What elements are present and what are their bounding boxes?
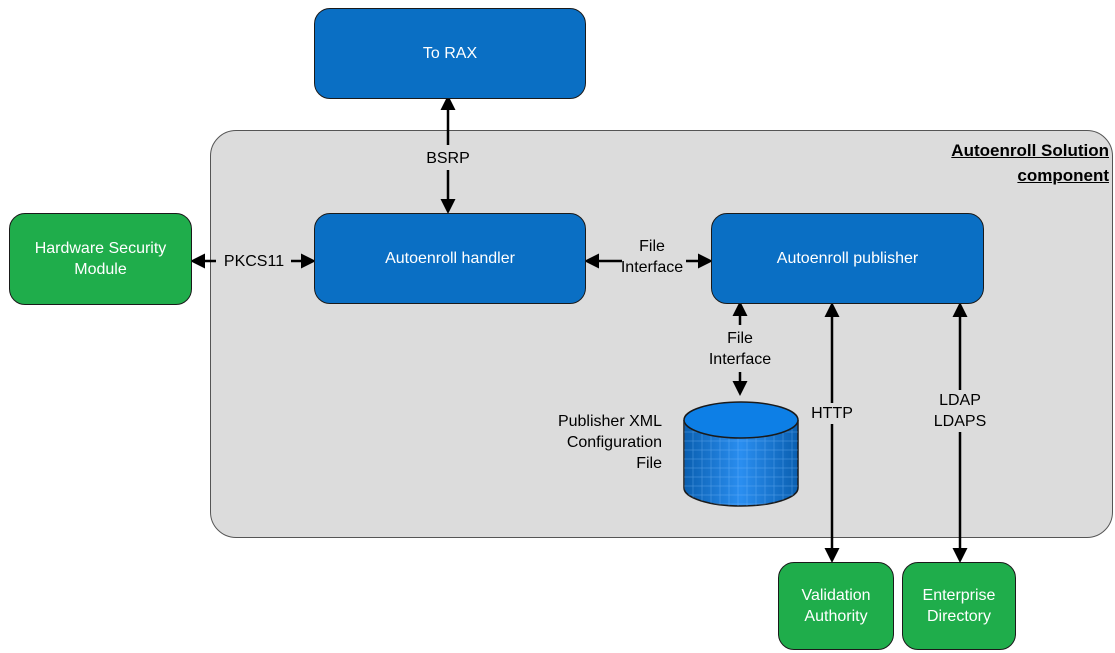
node-to-rax-label: To RAX bbox=[422, 44, 478, 62]
edge-label-bsrp: BSRP bbox=[426, 150, 470, 167]
node-autoenroll-publisher-label: Autoenroll publisher bbox=[776, 249, 919, 267]
node-to-rax: To RAX bbox=[314, 8, 586, 99]
edge-label-file-interface-vertical: File Interface bbox=[708, 330, 772, 368]
container-title-line2: component bbox=[1017, 166, 1109, 185]
edge-label-pkcs11: PKCS11 bbox=[223, 253, 285, 270]
edge-label-http: HTTP bbox=[802, 403, 862, 424]
container-title-line1: Autoenroll Solution bbox=[951, 141, 1109, 160]
xml-config-label: Publisher XML Configuration File bbox=[557, 413, 662, 472]
edge-label-ldap: LDAP LDAPS bbox=[920, 390, 1000, 432]
node-validation-authority: Validation Authority bbox=[778, 562, 894, 650]
node-autoenroll-handler: Autoenroll handler bbox=[314, 213, 586, 304]
edge-label-file-interface-horizontal: File Interface bbox=[620, 238, 684, 276]
node-hsm-label: Hardware Security Module bbox=[34, 240, 167, 278]
node-enterprise-directory: Enterprise Directory bbox=[902, 562, 1016, 650]
node-autoenroll-publisher: Autoenroll publisher bbox=[711, 213, 984, 304]
node-enterprise-directory-label: Enterprise Directory bbox=[922, 587, 996, 625]
node-autoenroll-handler-label: Autoenroll handler bbox=[385, 249, 515, 267]
xml-config-database-icon bbox=[683, 401, 799, 507]
node-validation-authority-label: Validation Authority bbox=[801, 587, 871, 625]
container-title: Autoenroll Solution component bbox=[951, 138, 1109, 188]
node-hardware-security-module: Hardware Security Module bbox=[9, 213, 192, 305]
